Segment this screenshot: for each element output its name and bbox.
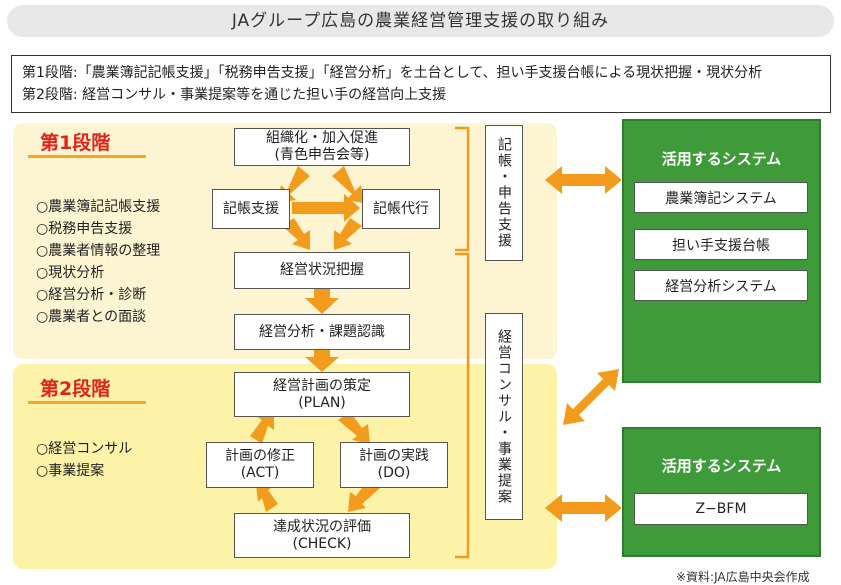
box-organize: 組織化・加入促進 (青色申告会等) <box>234 128 410 166</box>
stage1-title: 第1段階 <box>40 132 111 154</box>
arrow-analysis-to-plan <box>305 349 339 372</box>
bracket-lower <box>455 252 470 559</box>
label-consult-proposal: 経営コンサル・事業提案 <box>485 313 523 520</box>
box-plan-line2: (PLAN) <box>298 394 346 411</box>
box-do-line1: 計画の実践 <box>359 448 429 464</box>
system-item: 農業簿記システム <box>634 182 808 213</box>
stage2-title: 第2段階 <box>40 378 111 400</box>
box-organize-line2: (青色申告会等) <box>274 147 370 163</box>
arrow-do-to-check <box>348 480 380 512</box>
arrow-consult-system-link <box>563 369 619 425</box>
box-do: 計画の実践 (DO) <box>340 442 448 488</box>
list-item: ○経営分析・診断 <box>36 287 147 303</box>
box-plan-line1: 経営計画の策定 <box>273 377 371 394</box>
box-check-line2: (CHECK) <box>292 535 352 552</box>
arrow-support-to-daiko <box>292 194 360 222</box>
list-item: ○農業簿記記帳支援 <box>36 199 161 215</box>
stage-notes: 第1段階:「農業簿記記帳支援」「税務申告支援」「経営分析」を土台として、担い手支… <box>11 55 831 113</box>
source-note: ※資料:JA広島中央会作成 <box>676 570 810 584</box>
systems-panel-top: 活用するシステム 農業簿記システム 担い手支援台帳 経営分析システム <box>622 119 821 383</box>
system-item: 担い手支援台帳 <box>634 229 808 260</box>
arrow-act-to-plan <box>250 412 274 444</box>
arrow-daiko-to-status <box>334 218 362 250</box>
box-act-line1: 計画の修正 <box>225 448 295 464</box>
note-stage2: 第2段階: 経営コンサル・事業提案等を通じた担い手の経営向上支援 <box>22 87 447 103</box>
system-item: 経営分析システム <box>634 270 808 301</box>
box-act: 計画の修正 (ACT) <box>206 442 314 488</box>
box-plan: 経営計画の策定 (PLAN) <box>234 372 410 417</box>
box-do-line2: (DO) <box>377 465 411 481</box>
stage2-underline <box>28 401 146 404</box>
arrow-kicho-system-link <box>545 166 622 194</box>
systems-panel-bottom: 活用するシステム Z−BFM <box>622 427 821 557</box>
systems-bottom-title: 活用するシステム <box>661 457 782 475</box>
list-item: ○事業提案 <box>36 463 105 479</box>
note-stage1: 第1段階:「農業簿記記帳支援」「税務申告支援」「経営分析」を土台として、担い手支… <box>22 65 763 81</box>
arrow-organize-to-kicho-daiko <box>332 166 364 203</box>
arrow-check-to-act <box>256 484 278 512</box>
stage1-item-list: ○農業簿記記帳支援 ○税務申告支援 ○農業者情報の整理 ○現状分析 ○経営分析・… <box>36 196 160 328</box>
label-kicho-shinkoku: 記帳・申告支援 <box>485 125 523 261</box>
list-item: ○農業者情報の整理 <box>36 243 161 259</box>
arrow-consult-zbfm-link <box>545 494 622 522</box>
system-item: Z−BFM <box>634 493 808 525</box>
box-kicho-support: 記帳支援 <box>212 189 290 229</box>
arrow-plan-to-do <box>338 412 370 444</box>
list-item: ○経営コンサル <box>36 441 133 457</box>
box-check-line1: 達成状況の評価 <box>273 518 371 535</box>
stage2-item-list: ○経営コンサル ○事業提案 <box>36 438 132 482</box>
box-status: 経営状況把握 <box>234 252 410 289</box>
stage1-underline <box>28 155 146 158</box>
diagram-title: JAグループ広島の農業経営管理支援の取り組み <box>7 5 834 37</box>
box-organize-line1: 組織化・加入促進 <box>266 130 378 146</box>
list-item: ○農業者との面談 <box>36 309 147 325</box>
arrow-status-to-analysis <box>305 289 339 314</box>
list-item: ○税務申告支援 <box>36 221 133 237</box>
systems-top-title: 活用するシステム <box>661 150 782 168</box>
box-check: 達成状況の評価 (CHECK) <box>234 513 410 558</box>
box-kicho-daiko: 記帳代行 <box>362 189 440 229</box>
list-item: ○現状分析 <box>36 265 105 281</box>
box-act-line2: (ACT) <box>240 465 280 481</box>
bracket-upper <box>455 126 470 252</box>
box-analysis: 経営分析・課題認識 <box>234 314 410 350</box>
